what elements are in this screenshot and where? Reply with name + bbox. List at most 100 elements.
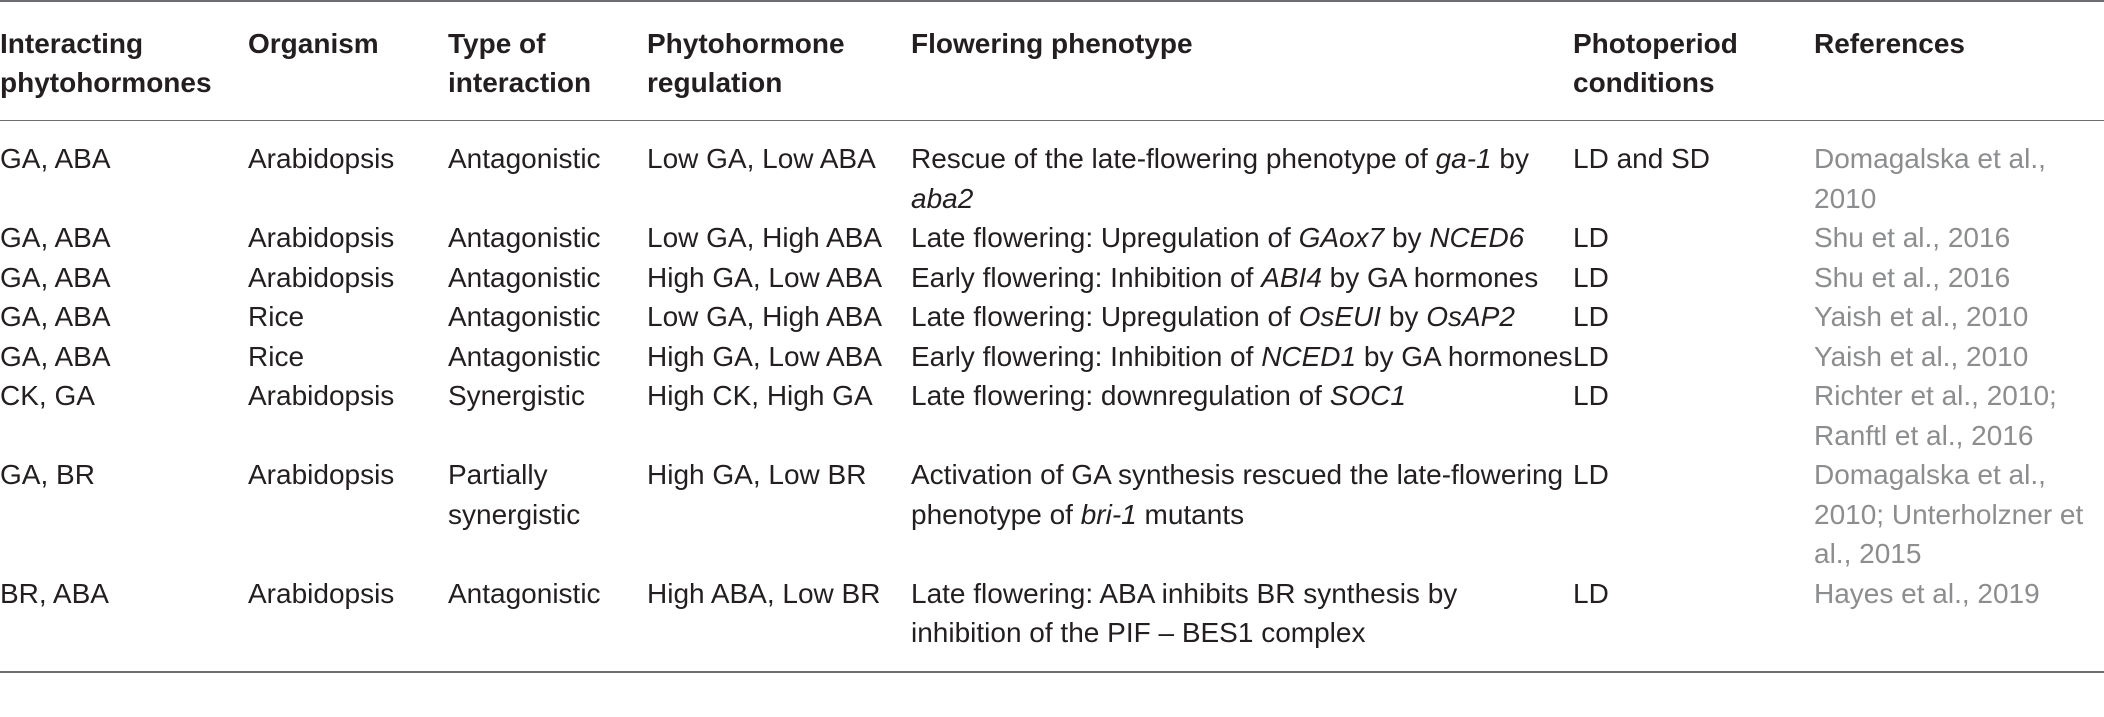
cell-flowering-phenotype: Late flowering: ABA inhibits BR synthesi… <box>911 574 1573 672</box>
cell-phytohormone-regulation: High CK, High GA <box>647 380 873 411</box>
cell-photoperiod-conditions: LD <box>1573 340 1609 372</box>
cell-photoperiod-conditions: LD <box>1573 459 1609 490</box>
cell-flowering-phenotype: Early flowering: Inhibition of NCED1 by … <box>911 337 1573 377</box>
header-organism: Organism <box>248 28 379 59</box>
table-row: GA, BR Arabidopsis Partially synergistic Hi… <box>0 455 2104 574</box>
cell-phytohormone-regulation: High GA, Low ABA <box>647 340 883 372</box>
cell-phytohormone-regulation: High GA, Low ABA <box>647 261 883 293</box>
phenotype-text: Late flowering: Upregulation of <box>911 222 1299 253</box>
cell-type-of-interaction: Partially synergistic <box>448 459 581 530</box>
phenotype-text: Late flowering: ABA inhibits BR synthesi… <box>911 577 1458 649</box>
phenotype-gene-name: ABI4 <box>1261 261 1322 293</box>
cell-organism: Arabidopsis <box>248 459 395 490</box>
cell-type-of-interaction: Antagonistic <box>448 577 601 609</box>
cell-reference[interactable]: Yaish et al., 2010 <box>1814 340 2029 372</box>
cell-phytohormone-regulation: High ABA, Low BR <box>647 577 881 609</box>
cell-photoperiod-conditions: LD <box>1573 222 1609 253</box>
phenotype-gene-name: aba2 <box>911 182 974 214</box>
cell-phytohormone-regulation: High GA, Low BR <box>647 459 867 490</box>
cell-reference[interactable]: Domagalska et al., 2010 <box>1814 143 2046 214</box>
cell-organism: Arabidopsis <box>248 222 395 253</box>
header-row: Interacting phytohormones Organism Type … <box>0 1 2104 121</box>
phenotype-gene-name: SOC1 <box>1329 380 1406 411</box>
phenotype-text: Activation of GA synthesis rescued the l… <box>911 459 1564 530</box>
phenotype-gene-name: bri-1 <box>1080 498 1137 530</box>
cell-reference[interactable]: Shu et al., 2016 <box>1814 261 2011 293</box>
cell-photoperiod-conditions: LD <box>1573 301 1609 332</box>
cell-reference[interactable]: Hayes et al., 2019 <box>1814 577 2040 609</box>
table-row: GA, ABA Arabidopsis Antagonistic Low GA, Hi… <box>0 218 2104 258</box>
cell-photoperiod-conditions: LD <box>1573 261 1609 293</box>
cell-type-of-interaction: Antagonistic <box>448 143 601 174</box>
table-row: BR, ABA Arabidopsis Antagonistic High ABA, … <box>0 574 2104 672</box>
cell-type-of-interaction: Antagonistic <box>448 301 601 332</box>
phenotype-text: by <box>1384 222 1430 253</box>
phenotype-text: by <box>1491 143 1529 174</box>
cell-organism: Arabidopsis <box>248 261 395 293</box>
cell-reference[interactable]: Richter et al., 2010; Ranftl et al., 201… <box>1814 380 2057 451</box>
phenotype-gene-name: NCED1 <box>1261 340 1357 372</box>
cell-type-of-interaction: Antagonistic <box>448 340 601 372</box>
phenotype-text: Early flowering: Inhibition of <box>911 340 1262 372</box>
cell-interacting-phytohormones: CK, GA <box>0 380 95 411</box>
phenotype-text: by GA hormones <box>1356 340 1573 372</box>
cell-organism: Arabidopsis <box>248 143 395 174</box>
cell-interacting-phytohormones: GA, ABA <box>0 340 111 372</box>
phenotype-text: Rescue of the late-flowering phenotype o… <box>911 143 1436 174</box>
cell-organism: Rice <box>248 301 305 332</box>
cell-reference[interactable]: Shu et al., 2016 <box>1814 222 2011 253</box>
phenotype-text: Early flowering: Inhibition of <box>911 261 1262 293</box>
cell-type-of-interaction: Antagonistic <box>448 261 601 293</box>
cell-interacting-phytohormones: BR, ABA <box>0 577 109 609</box>
cell-organism: Arabidopsis <box>248 577 395 609</box>
phytohormone-interaction-table: Interacting phytohormones Organism Type … <box>0 1 2104 672</box>
table-row: GA, ABA Rice Antagonistic High GA, Low ABA E… <box>0 337 2104 377</box>
phenotype-text: mutants <box>1136 498 1245 530</box>
table-row: GA, ABA Arabidopsis Antagonistic Low GA, Lo… <box>0 121 2104 219</box>
cell-flowering-phenotype: Rescue of the late-flowering phenotype o… <box>911 121 1573 219</box>
header-references: References <box>1814 28 1965 59</box>
phenotype-text: Late flowering: downregulation of <box>911 380 1330 411</box>
header-flowering-phenotype: Flowering phenotype <box>911 28 1193 59</box>
cell-type-of-interaction: Antagonistic <box>448 222 601 253</box>
phenotype-gene-name: OsAP2 <box>1426 301 1515 332</box>
cell-reference[interactable]: Domagalska et al., 2010; Unterholzner et… <box>1814 459 2084 569</box>
cell-flowering-phenotype: Late flowering: Upregulation of OsEUI by… <box>911 297 1573 337</box>
cell-phytohormone-regulation: Low GA, High ABA <box>647 222 883 253</box>
table-row: CK, GA Arabidopsis Synergistic High CK, Hig… <box>0 376 2104 455</box>
cell-photoperiod-conditions: LD <box>1573 380 1609 411</box>
cell-flowering-phenotype: Late flowering: downregulation of SOC1 <box>911 376 1573 455</box>
cell-reference[interactable]: Yaish et al., 2010 <box>1814 301 2029 332</box>
cell-phytohormone-regulation: Low GA, High ABA <box>647 301 883 332</box>
table-header: Interacting phytohormones Organism Type … <box>0 1 2104 121</box>
cell-flowering-phenotype: Late flowering: Upregulation of GAox7 by… <box>911 218 1573 258</box>
phenotype-gene-name: GAox7 <box>1298 222 1385 253</box>
cell-interacting-phytohormones: GA, ABA <box>0 261 111 293</box>
cell-interacting-phytohormones: GA, ABA <box>0 143 111 174</box>
phenotype-gene-name: OsEUI <box>1298 301 1382 332</box>
header-type-of-interaction: Type of interaction <box>448 28 592 98</box>
cell-photoperiod-conditions: LD <box>1573 577 1609 609</box>
header-interacting-phytohormones: Interacting phytohormones <box>0 28 212 98</box>
phenotype-text: by <box>1381 301 1427 332</box>
phenotype-gene-name: NCED6 <box>1429 222 1525 253</box>
phenotype-text: Late flowering: Upregulation of <box>911 301 1299 332</box>
table-row: GA, ABA Arabidopsis Antagonistic High GA, L… <box>0 258 2104 298</box>
cell-organism: Rice <box>248 340 305 372</box>
cell-interacting-phytohormones: GA, BR <box>0 459 95 490</box>
cell-interacting-phytohormones: GA, ABA <box>0 301 111 332</box>
phenotype-gene-name: ga-1 <box>1435 143 1492 174</box>
cell-interacting-phytohormones: GA, ABA <box>0 222 111 253</box>
phenotype-text: by GA hormones <box>1321 261 1539 293</box>
cell-organism: Arabidopsis <box>248 380 395 411</box>
header-phytohormone-regulation: Phytohormone regulation <box>647 28 845 98</box>
cell-phytohormone-regulation: Low GA, Low ABA <box>647 143 876 174</box>
table-row: GA, ABA Rice Antagonistic Low GA, High ABA L… <box>0 297 2104 337</box>
cell-flowering-phenotype: Activation of GA synthesis rescued the l… <box>911 455 1573 574</box>
cell-flowering-phenotype: Early flowering: Inhibition of ABI4 by G… <box>911 258 1573 298</box>
cell-type-of-interaction: Synergistic <box>448 380 585 411</box>
cell-photoperiod-conditions: LD and SD <box>1573 143 1710 174</box>
header-photoperiod-conditions: Photoperiod conditions <box>1573 28 1738 98</box>
